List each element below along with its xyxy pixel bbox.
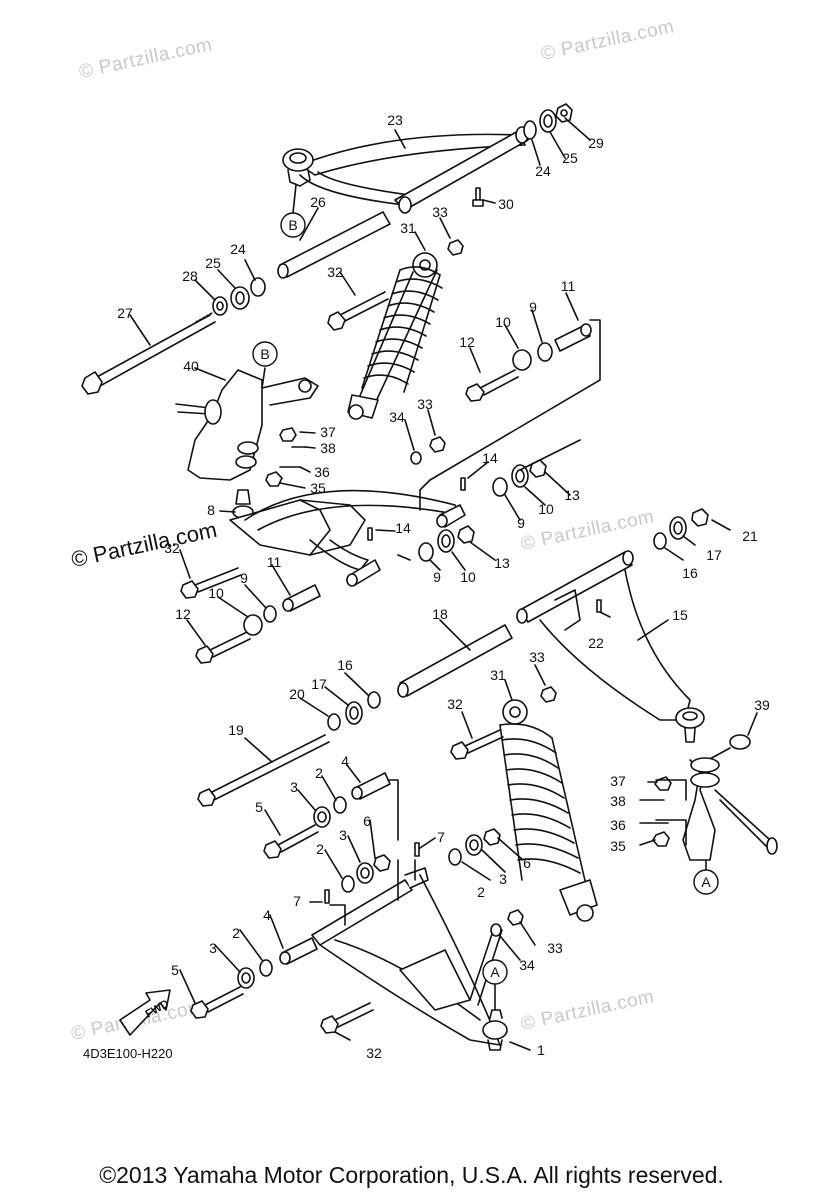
callout: 32 xyxy=(447,696,463,712)
callout: 15 xyxy=(672,607,688,623)
callout: 18 xyxy=(432,606,448,622)
callout: 14 xyxy=(395,520,411,536)
callout: 9 xyxy=(240,570,248,586)
callout: 31 xyxy=(400,220,416,236)
callout: 12 xyxy=(175,606,191,622)
callout: 24 xyxy=(535,163,551,179)
copyright-text: ©2013 Yamaha Motor Corporation, U.S.A. A… xyxy=(99,1162,724,1188)
callout: 21 xyxy=(742,528,758,544)
second-upper-arm xyxy=(516,550,705,743)
callout: 5 xyxy=(255,799,263,815)
callout: 25 xyxy=(205,255,221,271)
callout: 33 xyxy=(529,649,545,665)
ref-marker-label: A xyxy=(490,964,500,980)
callout: 37 xyxy=(320,424,336,440)
callout: 2 xyxy=(316,841,324,857)
callout: 30 xyxy=(498,196,514,212)
callout: 32 xyxy=(164,540,180,556)
callout: 16 xyxy=(337,657,353,673)
callout: 5 xyxy=(171,962,179,978)
callout: 33 xyxy=(547,940,563,956)
callout: 35 xyxy=(310,480,326,496)
ref-marker-b xyxy=(280,212,306,238)
callout: 38 xyxy=(610,793,626,809)
callout: 36 xyxy=(610,817,626,833)
callout: 4 xyxy=(263,907,271,923)
callout: 7 xyxy=(437,829,445,845)
callout: 33 xyxy=(417,396,433,412)
callout: 20 xyxy=(289,686,305,702)
callout: 11 xyxy=(267,554,282,570)
callout: 33 xyxy=(432,204,448,220)
ref-marker-label: A xyxy=(701,874,711,890)
callout: 9 xyxy=(517,515,525,531)
callout: 3 xyxy=(290,779,298,795)
knuckle-left xyxy=(175,369,319,481)
diagram-code: 4D3E100-H220 xyxy=(83,1046,173,1061)
callout: 10 xyxy=(208,585,224,601)
callout: 32 xyxy=(366,1045,382,1061)
callout: 34 xyxy=(519,957,535,973)
callout: 29 xyxy=(588,135,604,151)
ref-marker-label: B xyxy=(260,346,269,362)
callout: 2 xyxy=(232,925,240,941)
callout: 39 xyxy=(754,697,770,713)
callout: 10 xyxy=(495,314,511,330)
callout: 10 xyxy=(538,501,554,517)
callout: 25 xyxy=(562,150,578,166)
callout: 10 xyxy=(460,569,476,585)
callout: 2 xyxy=(315,765,323,781)
callout: 23 xyxy=(387,112,403,128)
callout: 6 xyxy=(523,855,531,871)
callout: 13 xyxy=(494,555,510,571)
middle-arm xyxy=(229,489,466,587)
callout: 35 xyxy=(610,838,626,854)
callout: 36 xyxy=(314,464,330,480)
callout: 4 xyxy=(341,753,349,769)
callout: 12 xyxy=(459,334,475,350)
callout: 31 xyxy=(490,667,506,683)
knuckle-right xyxy=(682,734,778,861)
callout: 7 xyxy=(293,893,301,909)
callout: 26 xyxy=(310,194,326,210)
callout: 28 xyxy=(182,268,198,284)
callout: 17 xyxy=(706,547,722,563)
callout: 24 xyxy=(230,241,246,257)
callout: 13 xyxy=(564,487,580,503)
callout: 16 xyxy=(682,565,698,581)
callout: 2 xyxy=(477,884,485,900)
callout: 3 xyxy=(339,827,347,843)
lower-shock xyxy=(499,699,598,922)
callout: 3 xyxy=(209,940,217,956)
callout: 8 xyxy=(207,502,215,518)
callout: 17 xyxy=(311,676,327,692)
callout: 32 xyxy=(327,264,343,280)
callout-numbers: 23 24 25 29 30 26 33 31 24 25 28 32 27 1… xyxy=(117,112,770,1061)
ref-marker-a xyxy=(693,869,719,895)
callout: 3 xyxy=(499,871,507,887)
callout: 19 xyxy=(228,722,244,738)
callout: 11 xyxy=(561,278,576,294)
callout: 38 xyxy=(320,440,336,456)
callout: 27 xyxy=(117,305,133,321)
upper-shock xyxy=(347,252,443,420)
callout: 22 xyxy=(588,635,604,651)
ref-marker-label: B xyxy=(288,217,297,233)
lower-arm xyxy=(311,867,508,1051)
callout: 9 xyxy=(433,569,441,585)
callout: 40 xyxy=(183,358,199,374)
callout: 9 xyxy=(529,299,537,315)
callout: 37 xyxy=(610,773,626,789)
callout: 34 xyxy=(389,409,405,425)
callout: 6 xyxy=(363,813,371,829)
callout: 1 xyxy=(537,1042,545,1058)
ref-marker-a xyxy=(482,959,508,985)
callout: 14 xyxy=(482,450,498,466)
ref-marker-b xyxy=(252,341,278,367)
